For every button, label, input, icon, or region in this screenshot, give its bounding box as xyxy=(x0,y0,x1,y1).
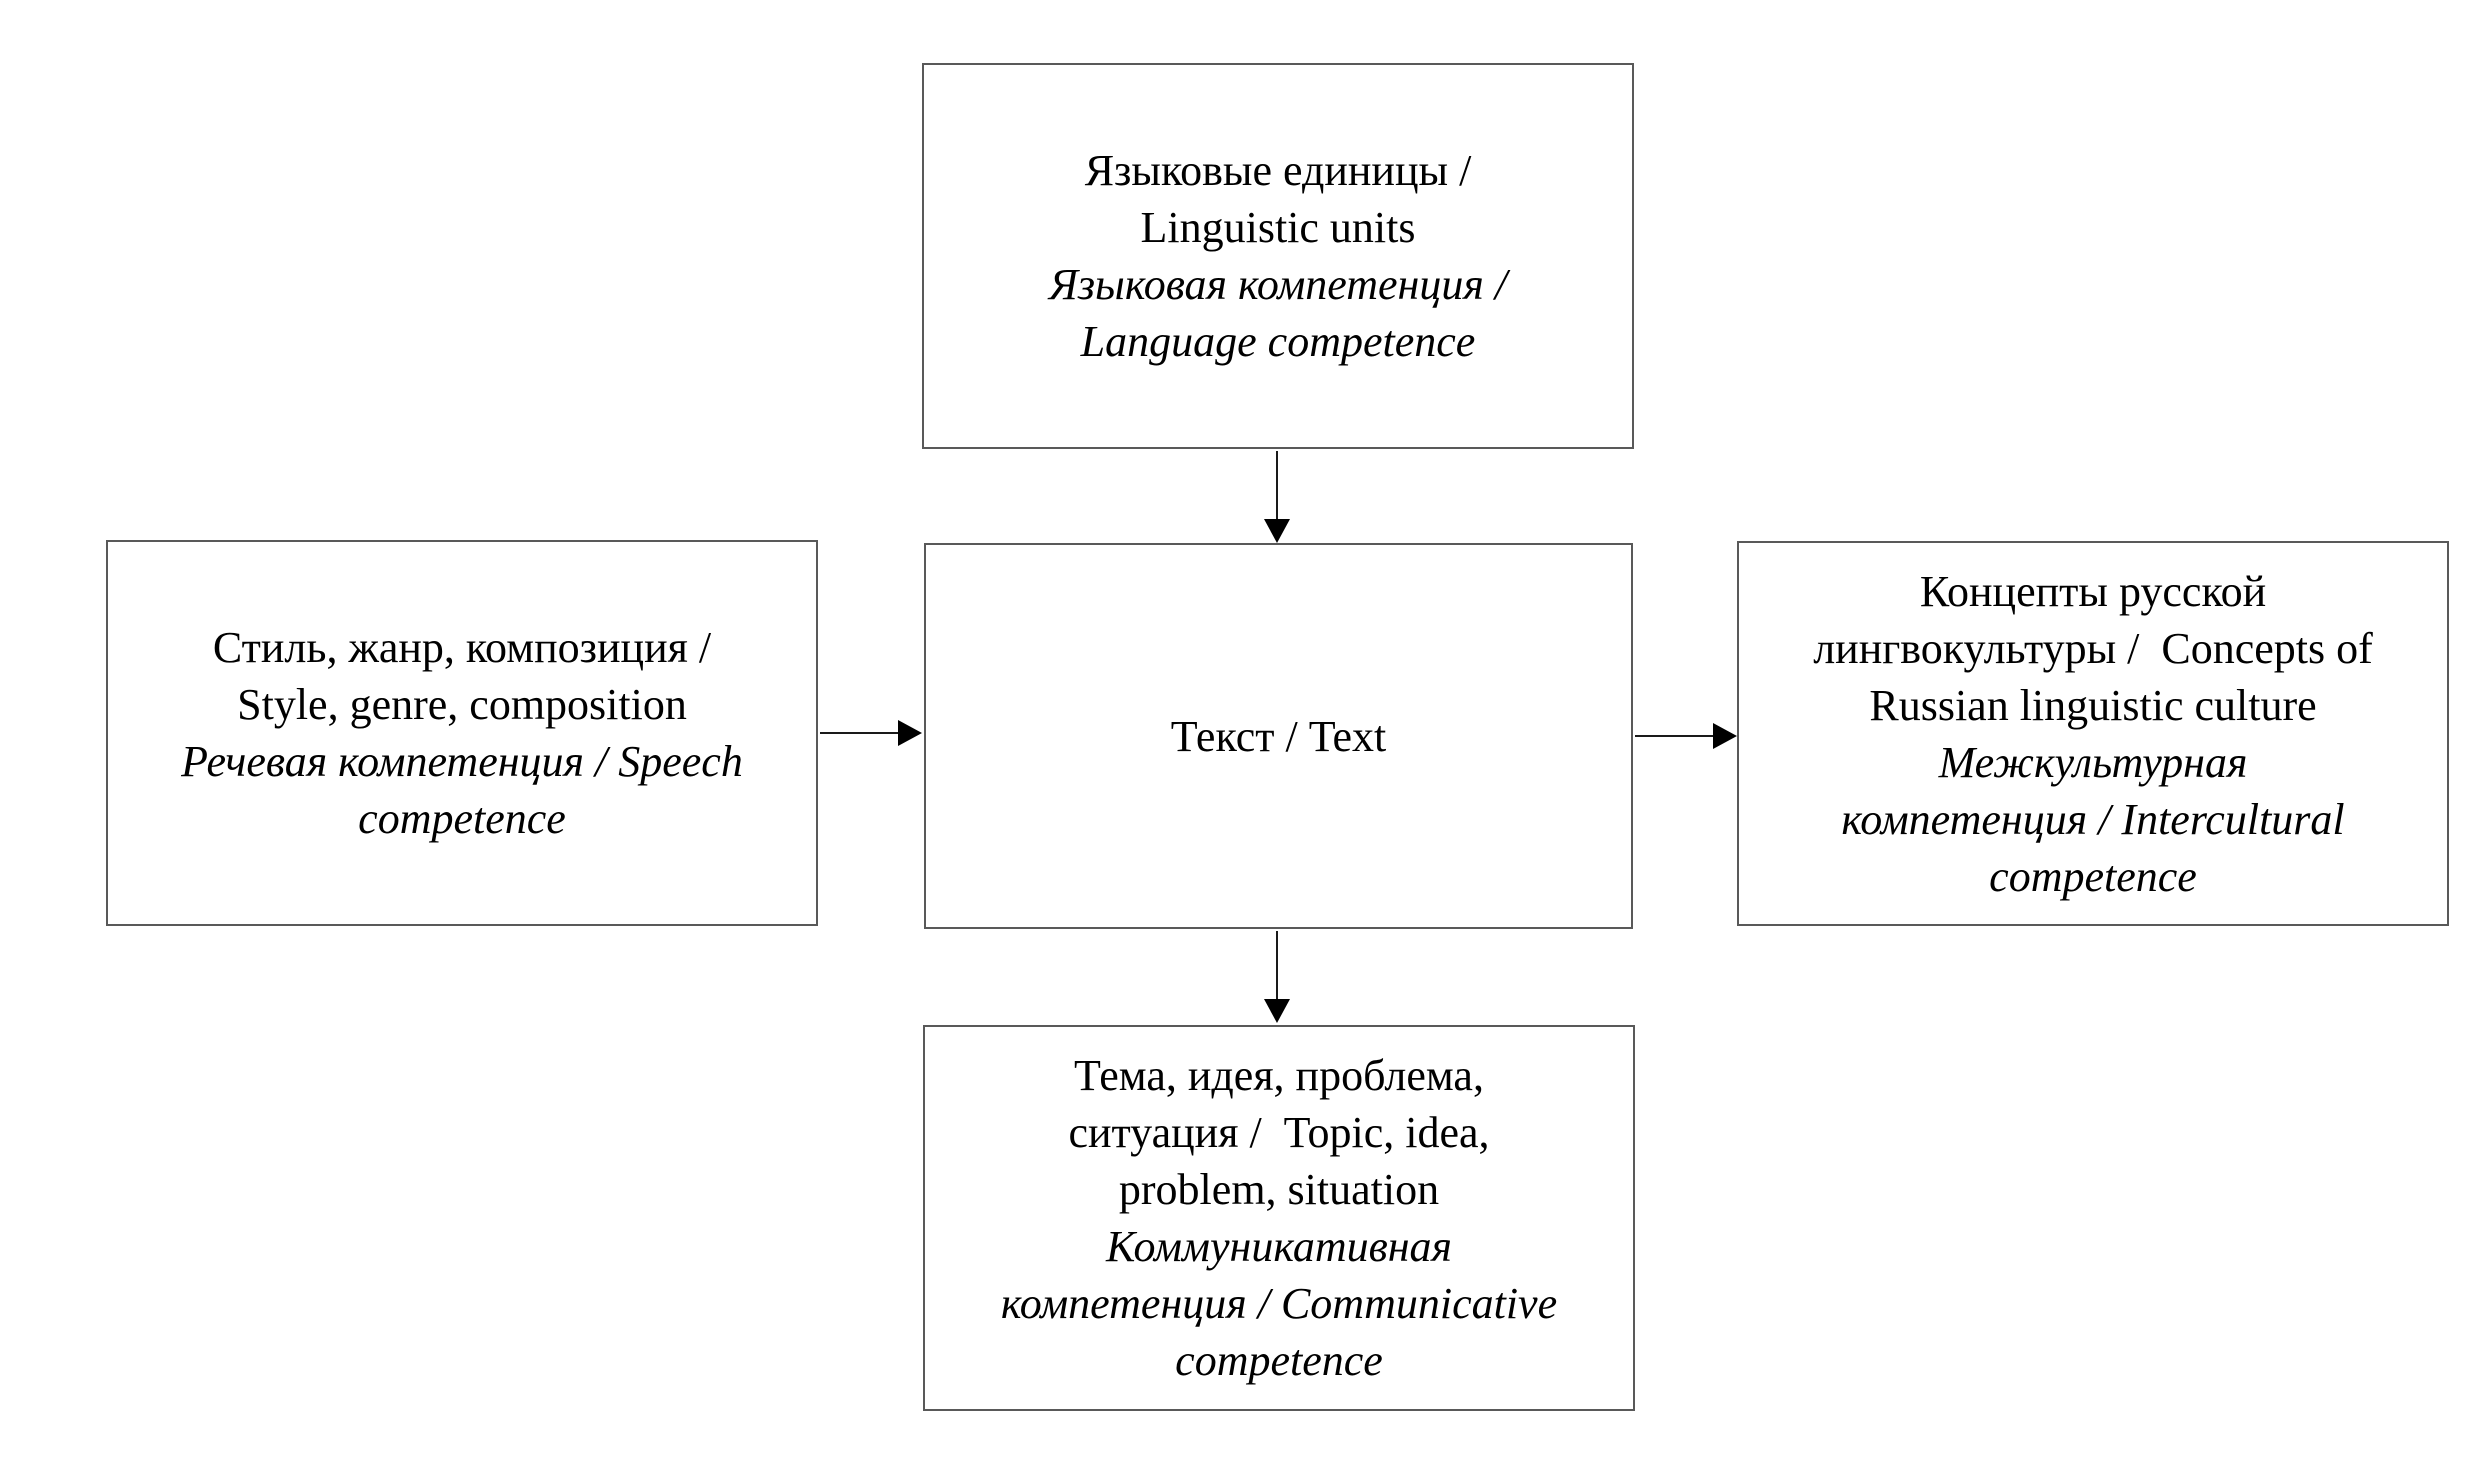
box-text-line: Linguistic units xyxy=(1140,203,1416,252)
box-text-line: Речевая компетенция / Speech xyxy=(181,737,743,786)
arrow-shaft xyxy=(1635,735,1713,737)
box-text-line: Языковые единицы / xyxy=(1084,146,1472,195)
arrowhead-down-icon xyxy=(1264,999,1290,1023)
arrow-shaft xyxy=(1276,931,1278,999)
box-text-line: лингвокультуры / Concepts of xyxy=(1813,623,2373,673)
box-text-line: Style, genre, composition xyxy=(237,680,687,729)
box-style-genre-composition: Стиль, жанр, композиция / Style, genre, c… xyxy=(106,540,818,926)
box-text-line: competence xyxy=(1175,1336,1383,1385)
box-text-line: Концепты русской xyxy=(1919,566,2267,616)
box-text-line: problem, situation xyxy=(1118,1165,1440,1214)
box-text-line: Russian linguistic culture xyxy=(1869,680,2317,730)
box-text-line: competence xyxy=(358,794,566,843)
box-text-line: Межкультурная xyxy=(1938,737,2248,787)
box-text: Текст / Text xyxy=(924,543,1633,929)
arrowhead-down-icon xyxy=(1264,519,1290,543)
arrowhead-right-icon xyxy=(1713,723,1737,749)
box-text-line: компетенция / Communicative xyxy=(1000,1279,1558,1328)
box-text-line: Стиль, жанр, композиция / xyxy=(212,623,712,672)
box-text-line: ситуация / Topic, idea, xyxy=(1068,1108,1490,1157)
box-text-line: Текст / Text xyxy=(1170,711,1387,761)
arrowhead-right-icon xyxy=(898,720,922,746)
arrow-shaft xyxy=(820,732,898,734)
box-text-line: Тема, идея, проблема, xyxy=(1074,1051,1484,1100)
arrow-shaft xyxy=(1276,451,1278,519)
box-topic-idea-problem-situation: Тема, идея, проблема, ситуация / Topic, i… xyxy=(923,1025,1635,1411)
box-text-line: Языковая компетенция / xyxy=(1048,260,1508,309)
box-text-line: Коммуникативная xyxy=(1105,1222,1453,1271)
box-concepts-russian-linguistic-culture: Концепты русской лингвокультуры / Concept… xyxy=(1737,541,2449,926)
box-text-line: Language competence xyxy=(1080,317,1476,366)
box-text-line: компетенция / Intercultural xyxy=(1841,794,2345,844)
box-text-line: competence xyxy=(1989,851,2197,901)
